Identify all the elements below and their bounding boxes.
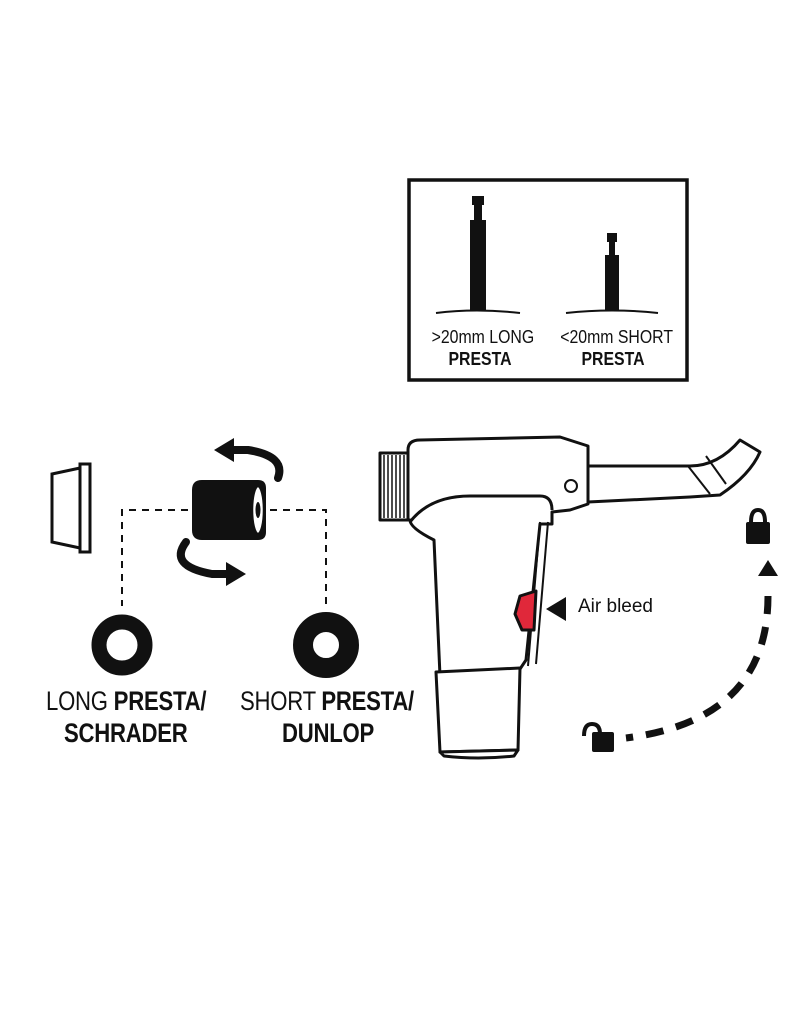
dashed-connector [121, 509, 327, 606]
long-presta-valve-icon [435, 196, 521, 314]
washer-icon [91, 614, 153, 676]
pump-head-icon [378, 435, 762, 760]
air-bleed-label: Air bleed [578, 596, 653, 617]
short-presta-size-label: <20mm SHORT [560, 327, 674, 347]
washer-icon [293, 612, 359, 678]
short-presta-adapter-label-line2: DUNLOP [282, 718, 375, 748]
short-presta-valve-icon [565, 233, 659, 314]
short-presta-type-label: PRESTA [581, 349, 645, 369]
arrow-up-icon [758, 560, 778, 576]
adapter-section [50, 438, 359, 678]
inset-frame [407, 178, 689, 382]
arrow-left-icon [546, 597, 566, 621]
dashed-path [625, 595, 772, 742]
lock-icon [746, 507, 770, 544]
long-presta-size-label: >20mm LONG [431, 327, 535, 347]
short-presta-adapter-label: SHORT PRESTA/ [240, 686, 414, 716]
cap-icon [50, 462, 92, 554]
rotate-arrow-icon [214, 438, 284, 482]
long-presta-type-label: PRESTA [448, 349, 512, 369]
long-presta-adapter-label: LONG PRESTA/ [46, 686, 207, 716]
air-bleed-button-icon [513, 589, 538, 632]
thread-cap [378, 451, 410, 522]
valve-size-inset [407, 178, 689, 382]
long-presta-adapter-label-line2: SCHRADER [64, 718, 188, 748]
rubber-insert-icon [192, 480, 266, 540]
unlock-icon [582, 721, 614, 752]
rotate-arrow-icon [176, 538, 246, 586]
